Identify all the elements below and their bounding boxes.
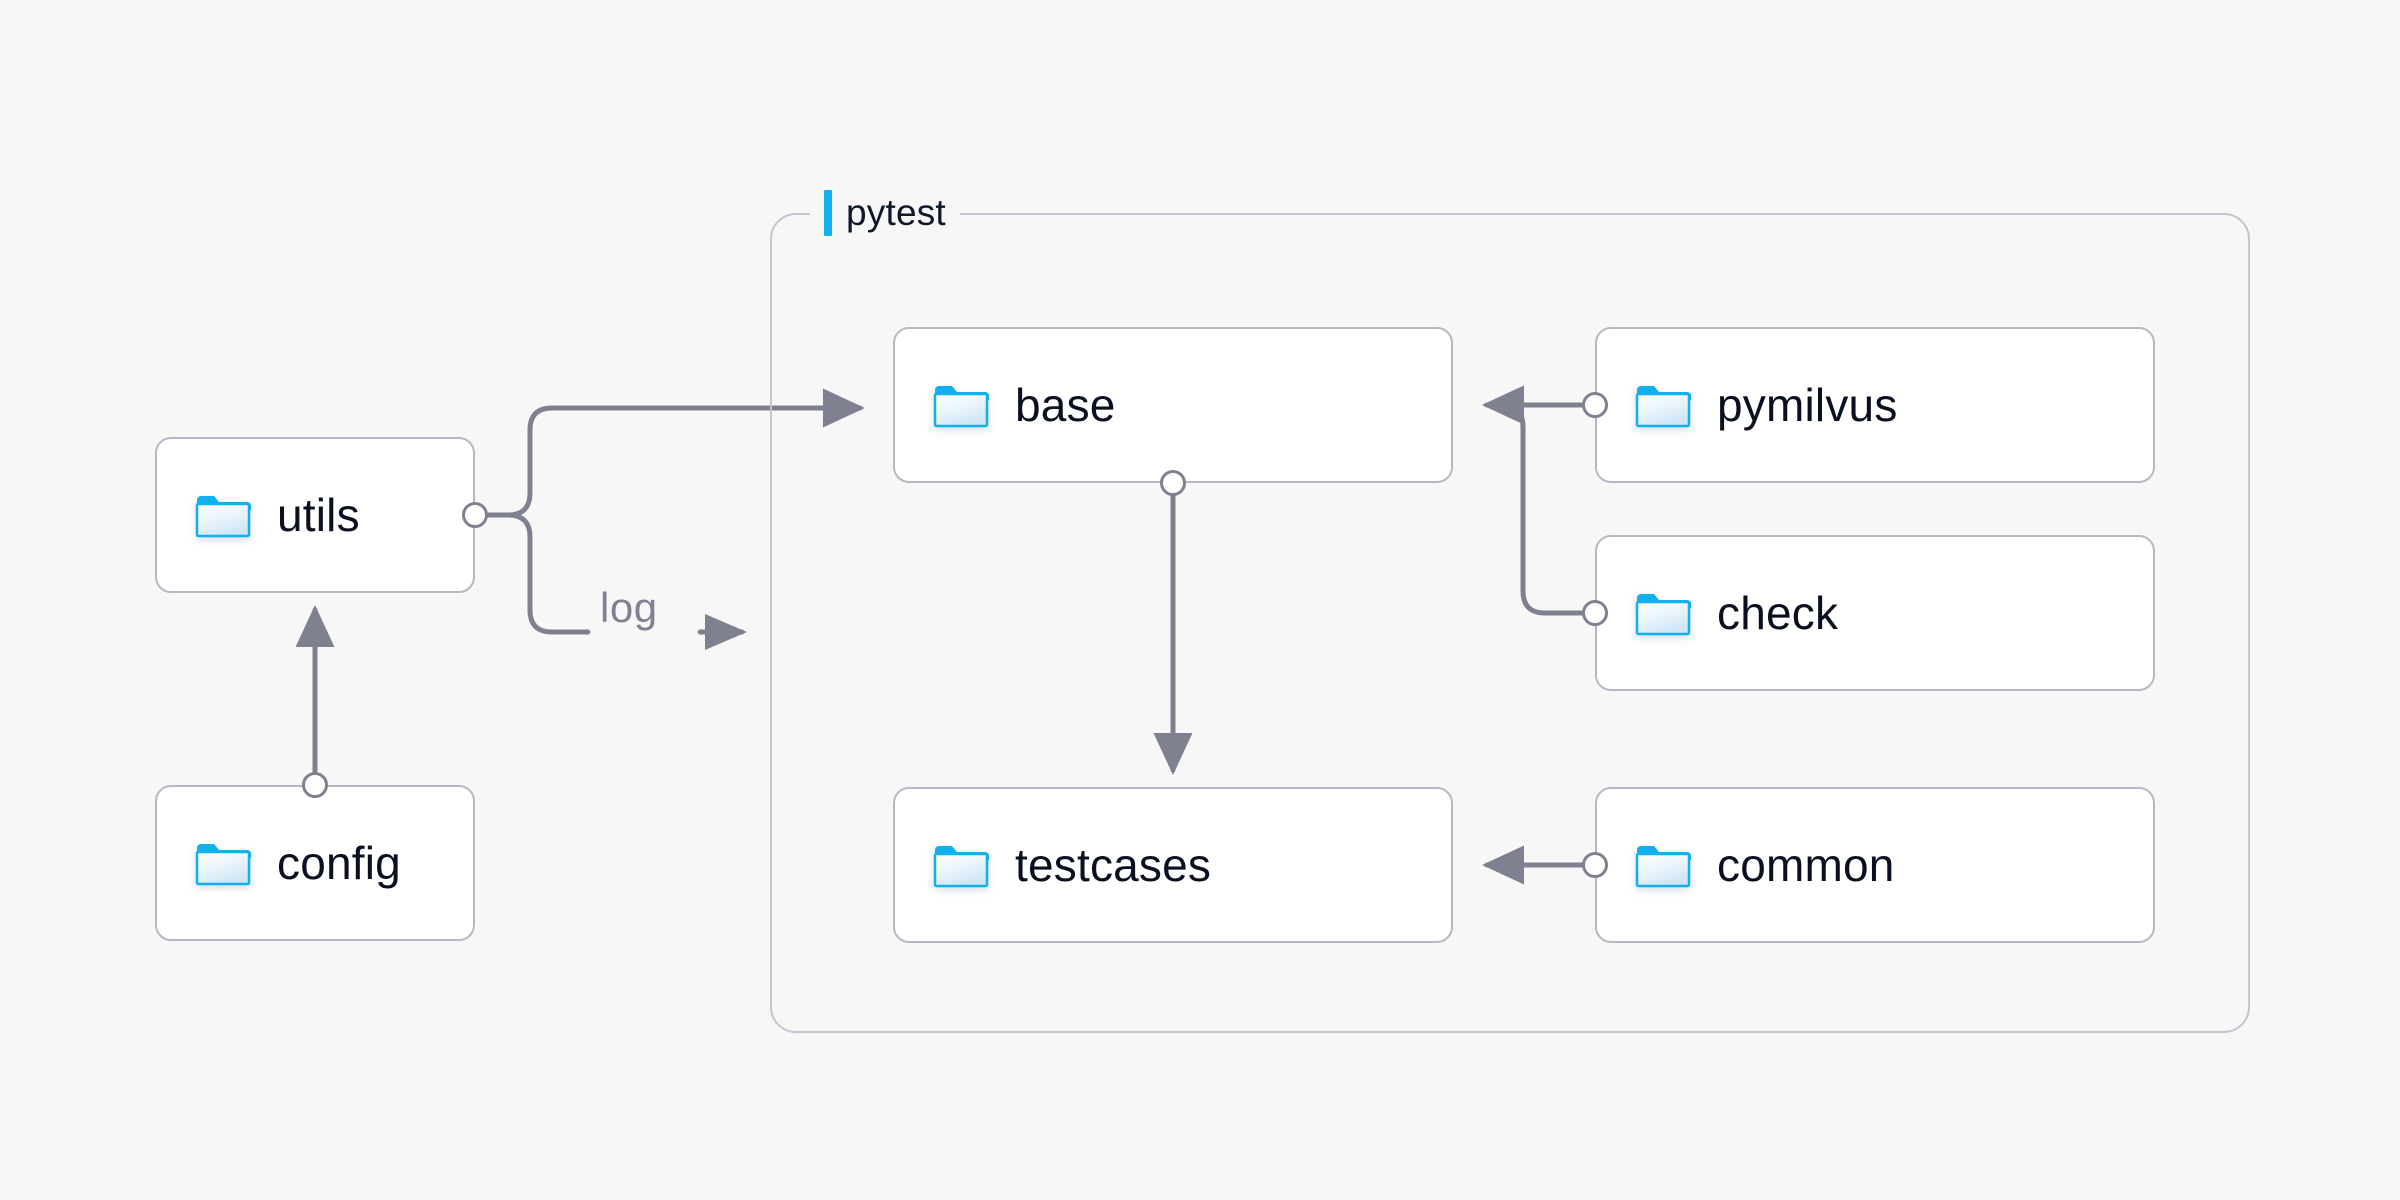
port-common-left[interactable] xyxy=(1582,852,1608,878)
node-pymilvus[interactable]: pymilvus xyxy=(1595,327,2155,483)
node-label: check xyxy=(1717,587,1839,639)
pytest-group-label: pytest xyxy=(810,190,960,236)
folder-icon xyxy=(933,841,989,889)
group-accent-bar xyxy=(824,190,832,236)
node-label: testcases xyxy=(1015,839,1212,891)
folder-icon xyxy=(195,491,251,539)
folder-icon xyxy=(1635,589,1691,637)
folder-icon xyxy=(1635,841,1691,889)
pytest-group-container[interactable] xyxy=(770,213,2250,1033)
node-label: utils xyxy=(277,489,360,541)
edge-label-log: log xyxy=(600,584,658,631)
node-label: common xyxy=(1717,839,1895,891)
edge-utils-log-path xyxy=(485,512,591,635)
node-utils[interactable]: utils xyxy=(155,437,475,593)
node-label: base xyxy=(1015,379,1116,431)
node-testcases[interactable]: testcases xyxy=(893,787,1453,943)
node-check[interactable]: check xyxy=(1595,535,2155,691)
node-base[interactable]: base xyxy=(893,327,1453,483)
port-config-top[interactable] xyxy=(302,772,328,798)
port-base-bottom[interactable] xyxy=(1160,470,1186,496)
group-title-text: pytest xyxy=(846,192,946,233)
port-utils-right[interactable] xyxy=(462,502,488,528)
folder-icon xyxy=(1635,381,1691,429)
folder-icon xyxy=(195,839,251,887)
folder-icon xyxy=(933,381,989,429)
node-common[interactable]: common xyxy=(1595,787,2155,943)
node-label: config xyxy=(277,837,401,889)
port-check-left[interactable] xyxy=(1582,600,1608,626)
port-pymilvus-left[interactable] xyxy=(1582,392,1608,418)
node-config[interactable]: config xyxy=(155,785,475,941)
node-label: pymilvus xyxy=(1717,379,1898,431)
